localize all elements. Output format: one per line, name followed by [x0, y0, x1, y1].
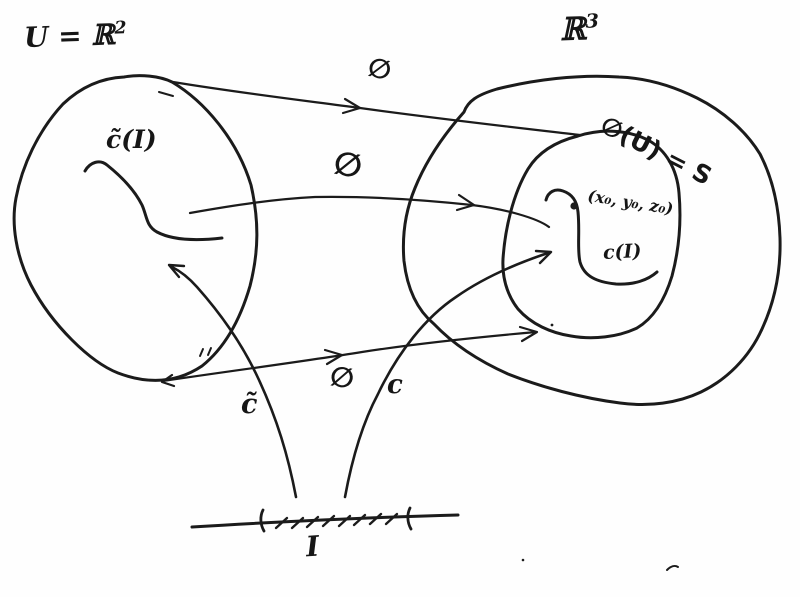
space-U-exponent: 2 [114, 18, 127, 39]
point-marker [570, 202, 578, 210]
interval-hatch-marks [274, 512, 399, 530]
phi-arrow-bottom-head-mid [323, 348, 344, 366]
phi-arrow-bottom-head-left [160, 373, 176, 388]
space-U-base: U = ℝ [23, 17, 116, 55]
stray-dash [158, 91, 174, 97]
phi-arrow-bottom-head-end [518, 325, 539, 343]
ink-speck-squiggle [666, 565, 679, 571]
curve-c-tilde-in-U [83, 160, 224, 242]
phi-arrow-middle [188, 195, 551, 229]
phi-arrow-top [171, 80, 582, 137]
interval-tick-right [406, 506, 413, 531]
curve-c-in-S [544, 188, 659, 286]
space-R3-base: ℝ [559, 11, 587, 48]
space-R3-label: ℝ3 [559, 9, 600, 48]
c-arrow-head [534, 249, 553, 265]
left-blob-outline [12, 74, 259, 382]
curve-c-tilde-label: c̃(I) [106, 125, 157, 154]
c-arrow [343, 251, 550, 499]
map-c-label: c [387, 370, 403, 400]
phi-arrow-middle-head [455, 193, 476, 212]
phi-arrow-top-head [341, 97, 362, 115]
interval-I-label: I [304, 529, 321, 564]
ink-speck [521, 558, 525, 562]
c-tilde-arrow-head [167, 263, 186, 279]
ink-speck [550, 323, 554, 327]
space-R3-exponent: 3 [585, 9, 600, 33]
inner-blob-outline [501, 129, 682, 340]
interval-line [190, 513, 460, 529]
curve-c-label: c(I) [602, 240, 642, 264]
interval-tick-left [259, 508, 266, 533]
phi-label-bottom: ∅ [327, 359, 357, 396]
phi-arrow-bottom [161, 330, 538, 383]
space-U-label: U = ℝ2 [23, 17, 128, 55]
ditto-mark [199, 347, 212, 357]
map-c-tilde-label: c̃ [241, 389, 258, 420]
c-tilde-arrow [170, 265, 298, 499]
right-blob-outline [401, 74, 782, 406]
